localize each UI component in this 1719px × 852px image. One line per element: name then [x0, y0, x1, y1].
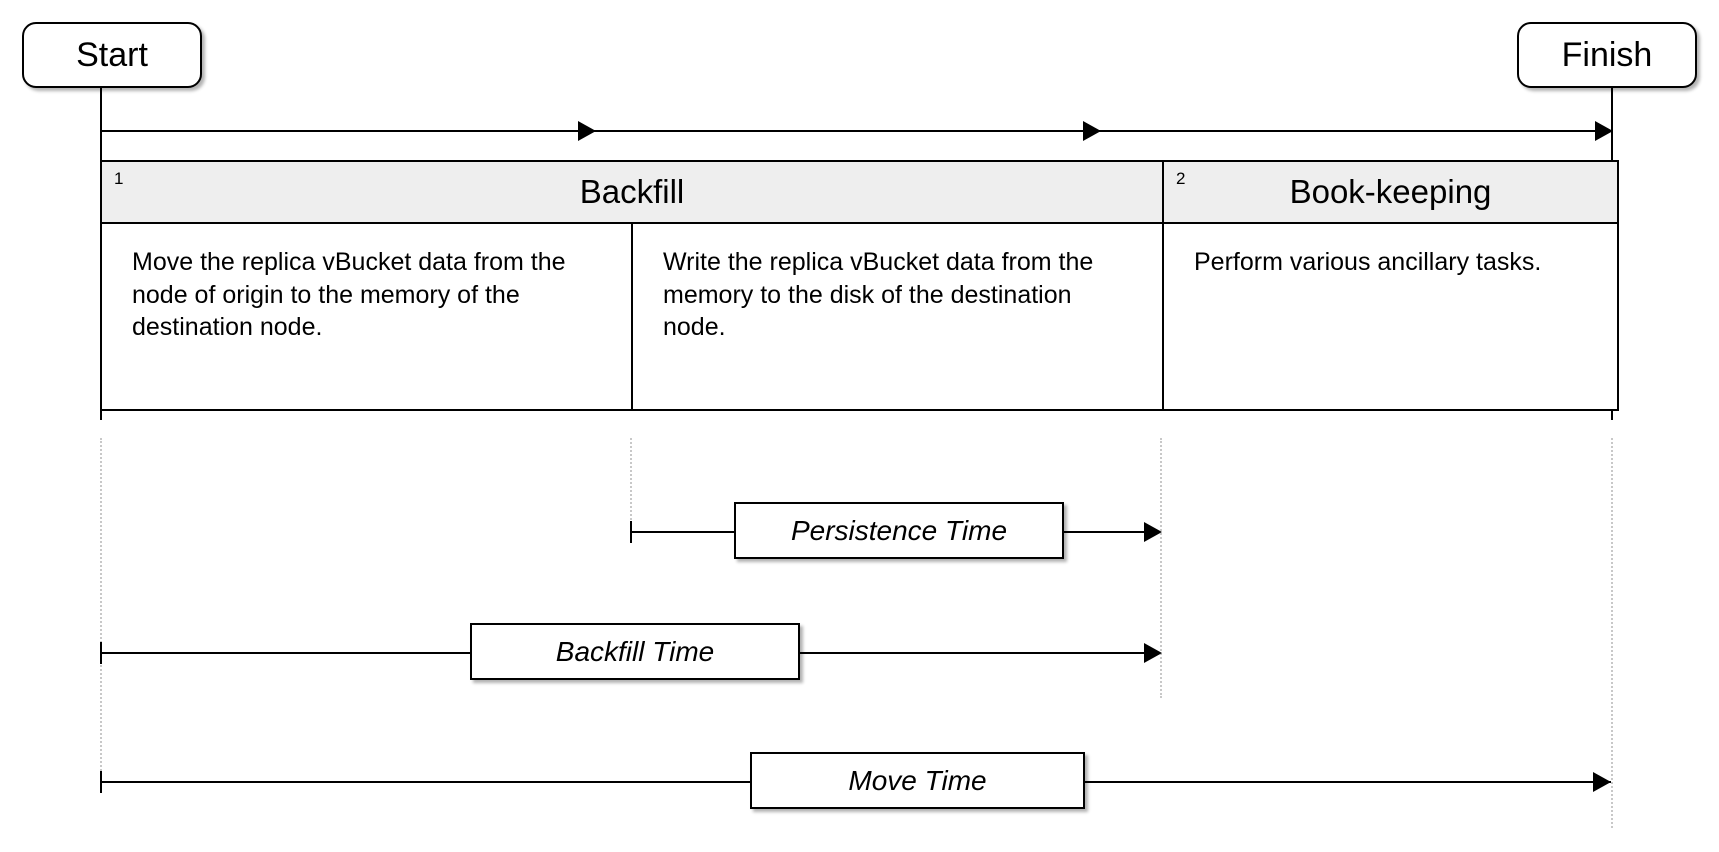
guide-line-start — [100, 438, 102, 778]
phase-title-book-keeping: Book-keeping — [1289, 173, 1492, 210]
persistence-time-label-box[interactable]: Persistence Time — [734, 502, 1064, 559]
move-time-label: Move Time — [848, 764, 987, 796]
start-terminator[interactable]: Start — [22, 22, 202, 88]
persistence-time-label: Persistence Time — [790, 514, 1008, 546]
timeline-arrowhead-1 — [578, 121, 596, 141]
guide-line-finish — [1611, 438, 1613, 828]
phase-step-cell-1: Move the replica vBucket data from the n… — [100, 222, 633, 411]
move-arrowhead — [1593, 772, 1611, 792]
phase-header-backfill: 1 Backfill — [100, 160, 1164, 224]
start-label: Start — [76, 36, 148, 74]
phase-number-1: 1 — [114, 169, 124, 188]
finish-label: Finish — [1561, 36, 1653, 74]
phase-title-backfill: Backfill — [579, 173, 685, 210]
finish-terminator[interactable]: Finish — [1517, 22, 1697, 88]
persistence-arrowhead — [1144, 522, 1162, 542]
phase-step-text-3: Perform various ancillary tasks. — [1194, 248, 1542, 276]
backfill-time-label-box[interactable]: Backfill Time — [470, 623, 800, 680]
backfill-time-label: Backfill Time — [555, 635, 715, 667]
phase-step-text-2: Write the replica vBucket data from the … — [663, 248, 1094, 341]
phase-header-row: 1 Backfill 2 Book-keeping — [100, 160, 1619, 224]
phase-number-2: 2 — [1176, 169, 1186, 188]
guide-line-backfill-split — [630, 438, 632, 528]
timeline-arrowhead-2 — [1083, 121, 1101, 141]
phase-step-text-1: Move the replica vBucket data from the n… — [132, 248, 566, 341]
guide-line-backfill-end — [1160, 438, 1162, 698]
move-time-label-box[interactable]: Move Time — [750, 752, 1085, 809]
phase-header-book-keeping: 2 Book-keeping — [1162, 160, 1619, 224]
phase-step-cell-3: Perform various ancillary tasks. — [1162, 222, 1619, 411]
phase-table: 1 Backfill 2 Book-keeping Move the repli… — [100, 160, 1619, 411]
backfill-arrowhead — [1144, 643, 1162, 663]
timeline-axis — [100, 130, 1613, 132]
phase-step-cell-2: Write the replica vBucket data from the … — [631, 222, 1164, 411]
phase-body-row: Move the replica vBucket data from the n… — [100, 222, 1619, 411]
timeline-arrowhead-3 — [1595, 121, 1613, 141]
